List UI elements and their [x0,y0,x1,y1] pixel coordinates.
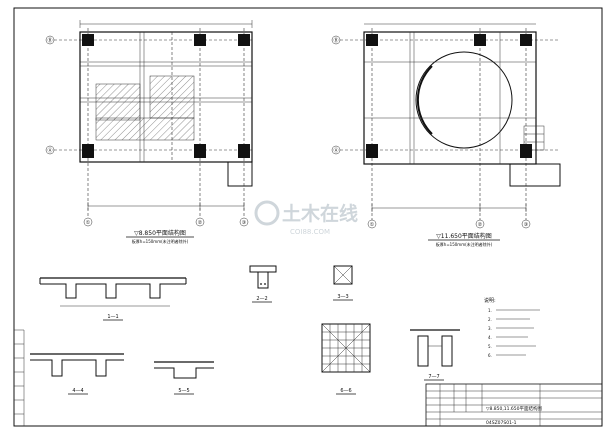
axis-number-1: ① [86,220,91,226]
note-item: 4. [488,335,492,340]
note-item: 6. [488,353,492,358]
section-label-5-5: 5—5 [178,388,189,394]
plan-11650: Ⓑ Ⓐ ① ② ③ [331,23,561,247]
section-7-7: 7—7 [410,329,460,381]
axis-letter-top: Ⓑ [47,37,52,44]
drawing-number: 04SZ07S01-1 [486,420,517,426]
note-item: 1. [488,308,492,313]
note-item: 3. [488,326,492,331]
plan-title-11650: ▽11.650平面结构图 [436,232,492,240]
watermark-url: COI88.COM [290,228,330,236]
axis-number-3: ③ [524,222,528,228]
drawing-name: ▽8.850,11.650平面结构图 [486,405,543,412]
notes-heading: 说明: [484,297,496,304]
watermark-brand: 土木在线 [282,202,358,225]
axis-number-1: ① [370,222,375,228]
section-1-1: 1—1 [39,277,187,321]
watermark: 土木在线 COI88.COM [254,200,358,236]
sheet-border [13,7,603,427]
axis-letter-top: Ⓑ [333,37,338,44]
section-label-6-6: 6—6 [340,388,351,394]
circular-opening [415,51,513,149]
section-6-6: 6—6 [321,323,371,395]
section-5-5: 5—5 [154,361,214,395]
plan-title-8850: ▽8.850平面结构图 [134,229,186,237]
plan-subtitle-8850: 板厚h=150mm(未注明者除外) [132,238,189,244]
section-4-4: 4—4 [30,353,124,395]
plan-subtitle-11650: 板厚h=150mm(未注明者除外) [436,241,493,247]
axis-number-2: ② [478,222,483,228]
axis-letter-bottom: Ⓐ [333,147,338,154]
plan-8850: Ⓑ Ⓐ ① ② ③ [45,20,253,244]
section-3-3: 3—3 [333,265,353,301]
section-2-2: 2—2 [249,265,277,303]
section-label-1-1: 1—1 [107,314,118,320]
section-label-7-7: 7—7 [428,374,439,380]
note-item: 5. [488,344,492,349]
title-block: ▽8.850,11.650平面结构图 04SZ07S01-1 [425,383,603,427]
axis-number-3: ③ [242,220,246,226]
section-label-4-4: 4—4 [72,388,83,394]
section-label-2-2: 2—2 [256,296,267,302]
axis-letter-bottom: Ⓐ [47,147,52,154]
binding-strip [14,329,25,426]
notes: 说明: 1. 2. 3. 4. 5. 6. [484,297,540,358]
note-item: 2. [488,317,492,322]
axis-number-2: ② [198,220,203,226]
section-label-3-3: 3—3 [337,294,348,300]
